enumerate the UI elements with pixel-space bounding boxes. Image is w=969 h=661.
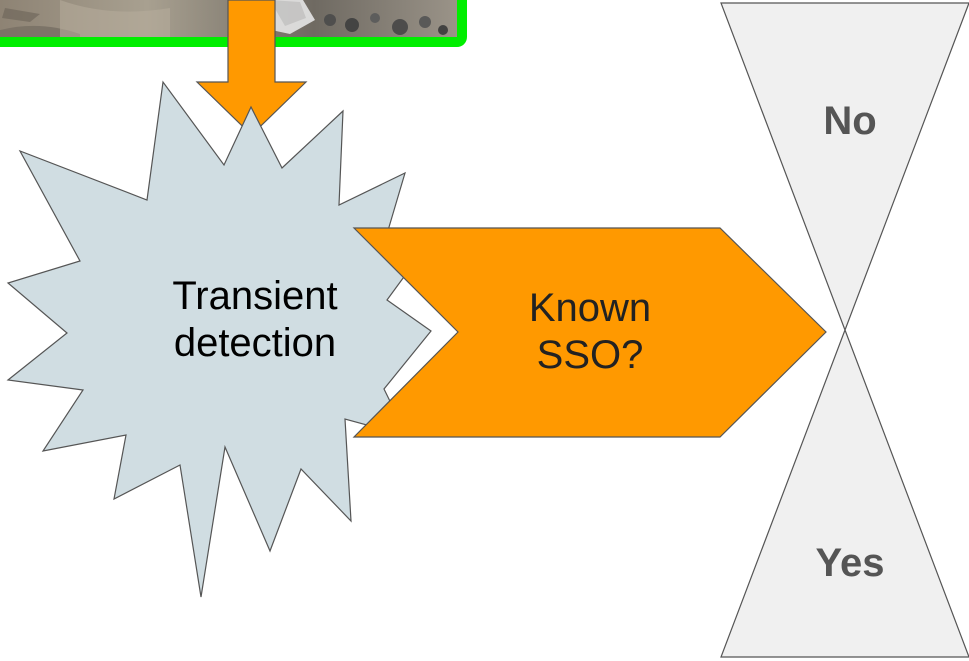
outcome-yes-label: Yes [815, 541, 885, 585]
decision-text: Known SSO? [528, 286, 652, 378]
transient-detection-label: Transient detection [125, 273, 385, 367]
outcome-no-label: No [823, 99, 877, 143]
chevron-arrow [352, 227, 827, 438]
starburst-shape [6, 80, 432, 598]
photo-texture [0, 0, 448, 37]
hourglass-shape [720, 2, 969, 658]
known-sso-label: Known SSO? [470, 285, 710, 379]
detection-text: Transient detection [172, 274, 338, 366]
down-arrow [195, 0, 308, 136]
